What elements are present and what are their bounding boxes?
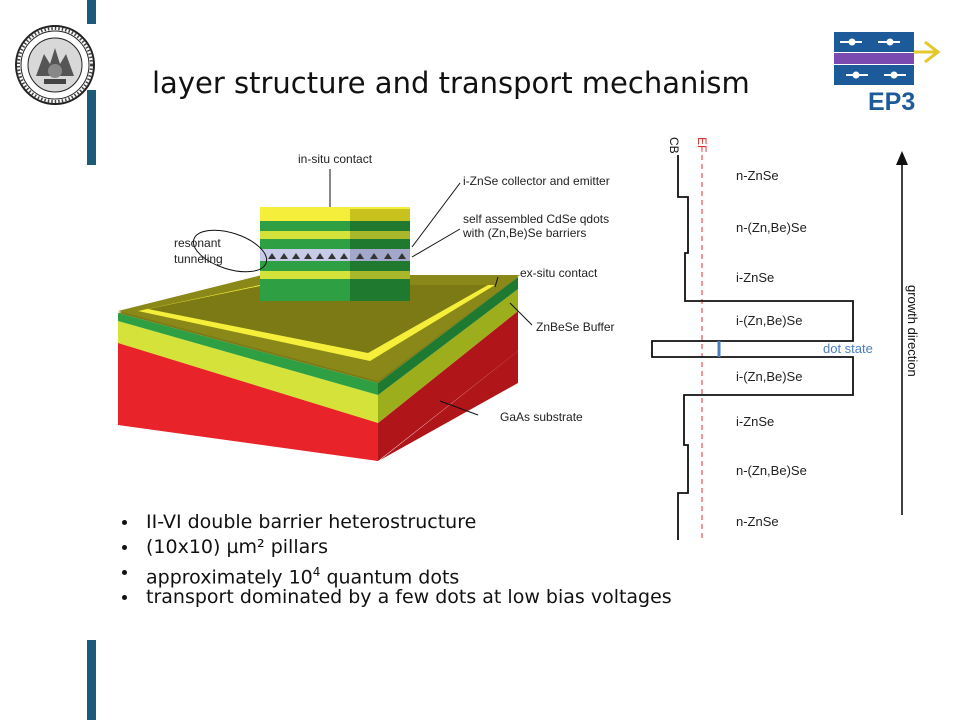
label-substrate: GaAs substrate bbox=[500, 410, 583, 424]
label-tunneling: tunneling bbox=[174, 252, 223, 266]
bullet-item: approximately 104 quantum dots bbox=[122, 560, 672, 589]
band-layer-7: n-(Zn,Be)Se bbox=[736, 463, 807, 478]
band-layer-8: n-ZnSe bbox=[736, 514, 779, 529]
bullet-item: transport dominated by a few dots at low… bbox=[122, 585, 672, 610]
bullet-text: II-VI double barrier heterostructure bbox=[146, 511, 477, 533]
bullet-dot-icon bbox=[122, 520, 127, 525]
bullet-text: transport dominated by a few dots at low… bbox=[146, 586, 672, 608]
substrate-front bbox=[118, 343, 378, 461]
bullet-item: (10x10) µm² pillars bbox=[122, 535, 672, 560]
bullet-text: (10x10) µm² pillars bbox=[146, 536, 328, 558]
pillar bbox=[260, 207, 410, 301]
layer-structure-diagram: in-situ contact i-ZnSe collector and emi… bbox=[118, 152, 615, 461]
bullet-item: II-VI double barrier heterostructure bbox=[122, 510, 672, 535]
university-seal-icon bbox=[15, 25, 95, 105]
bullet-text-suffix: quantum dots bbox=[320, 566, 460, 589]
label-collector-emitter: i-ZnSe collector and emitter bbox=[463, 174, 610, 188]
growth-arrow-head-icon bbox=[896, 151, 908, 165]
bullet-dot-icon bbox=[122, 570, 127, 575]
ef-label: EF bbox=[695, 137, 709, 152]
substrate-top-right bbox=[380, 351, 518, 460]
logo-text: EP3 bbox=[868, 88, 915, 116]
bullet-superscript: 4 bbox=[312, 565, 321, 579]
left-bar-upper bbox=[87, 90, 96, 165]
bullet-dot-icon bbox=[122, 595, 127, 600]
growth-label: growth direction bbox=[905, 285, 920, 377]
band-layer-2: n-(Zn,Be)Se bbox=[736, 220, 807, 235]
band-diagram: dot state CB EF n-ZnSe n-(Zn,Be)Se i-ZnS… bbox=[651, 137, 920, 540]
label-ex-situ-contact: ex-situ contact bbox=[520, 266, 598, 280]
band-layer-1: n-ZnSe bbox=[736, 168, 779, 183]
band-layer-6: i-ZnSe bbox=[736, 414, 774, 429]
bullet-list: II-VI double barrier heterostructure (10… bbox=[122, 510, 672, 610]
dot-state-label: dot state bbox=[823, 341, 873, 356]
cb-profile bbox=[651, 155, 854, 540]
label-qdots-2: with (Zn,Be)Se barriers bbox=[462, 226, 586, 240]
left-bar-lower bbox=[87, 640, 96, 720]
cb-label: CB bbox=[667, 137, 681, 154]
buffer-yellow-front bbox=[118, 321, 378, 423]
label-resonant: resonant bbox=[174, 236, 221, 250]
bullet-text: approximately 10 bbox=[146, 566, 313, 589]
label-in-situ-contact: in-situ contact bbox=[298, 152, 373, 166]
left-bar-top bbox=[87, 0, 96, 24]
band-layer-5: i-(Zn,Be)Se bbox=[736, 369, 802, 384]
bullet-dot-icon bbox=[122, 545, 127, 550]
label-buffer: ZnBeSe Buffer bbox=[536, 320, 615, 334]
label-qdots-1: self assembled CdSe qdots bbox=[463, 212, 609, 226]
band-layer-3: i-ZnSe bbox=[736, 270, 774, 285]
buffer-green-front bbox=[118, 313, 378, 395]
band-layer-4: i-(Zn,Be)Se bbox=[736, 313, 802, 328]
slide-title: layer structure and transport mechanism bbox=[152, 66, 750, 100]
ep3-logo: EP3 bbox=[834, 32, 941, 116]
